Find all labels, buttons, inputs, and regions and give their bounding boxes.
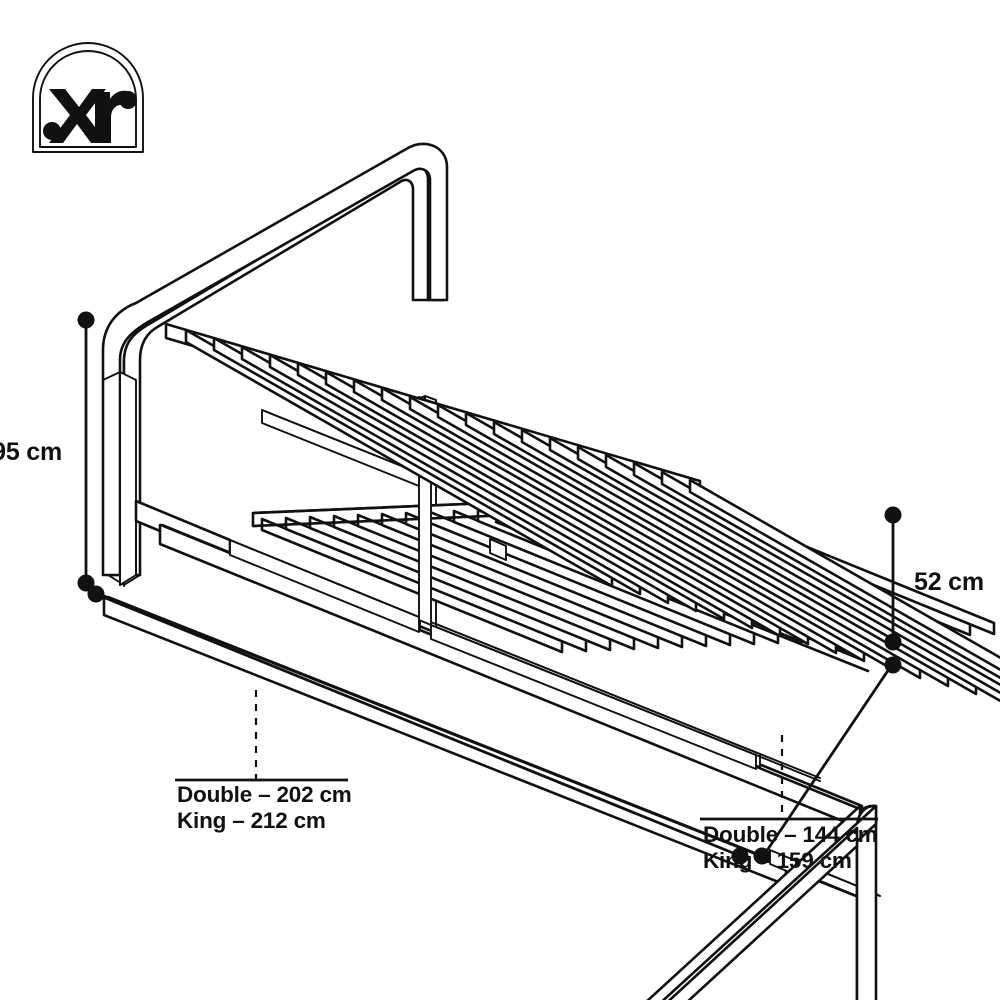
dimension-annotations: 95 cm 52 cm Double – 202 cm King – 212 c…	[0, 311, 984, 873]
logo-arch-inner	[39, 50, 137, 148]
dim-endpoint-dot	[884, 506, 902, 524]
dimension-label-width-king: King – 159 cm	[703, 848, 852, 873]
dimension-label-length-double: Double – 202 cm	[177, 782, 352, 807]
dim-endpoint-dot	[884, 656, 902, 674]
dimension-height-95: 95 cm	[0, 311, 95, 592]
support-structure	[229, 396, 821, 782]
dim-endpoint-dot	[731, 847, 749, 865]
dimension-height-52: 52 cm	[884, 506, 984, 651]
footboard-main	[661, 804, 878, 1000]
logo-wordmark	[43, 89, 137, 143]
brand-logo	[32, 42, 144, 153]
dimension-label-width-double: Double – 144 cm	[703, 822, 878, 847]
dimension-length: Double – 202 cm King – 212 cm	[87, 585, 749, 865]
dim-endpoint-dot	[87, 585, 105, 603]
slatted-deck	[164, 322, 1000, 703]
logo-dot-right	[119, 91, 137, 109]
dim-endpoint-dot	[77, 311, 95, 329]
dimension-label-height: 95 cm	[0, 438, 62, 466]
logo-arch-outer	[32, 42, 144, 153]
dimension-width: Double – 144 cm King – 159 cm	[700, 656, 902, 873]
deck-slats	[184, 328, 1000, 703]
headboard-inner-frame	[122, 165, 430, 577]
dim-endpoint-dot	[77, 574, 95, 592]
dimension-label-footboard-height: 52 cm	[914, 568, 984, 596]
dim-endpoint-dot	[884, 633, 902, 651]
dimension-label-length-king: King – 212 cm	[177, 808, 326, 833]
dim-endpoint-dot	[753, 847, 771, 865]
logo-dot-left	[43, 122, 61, 140]
